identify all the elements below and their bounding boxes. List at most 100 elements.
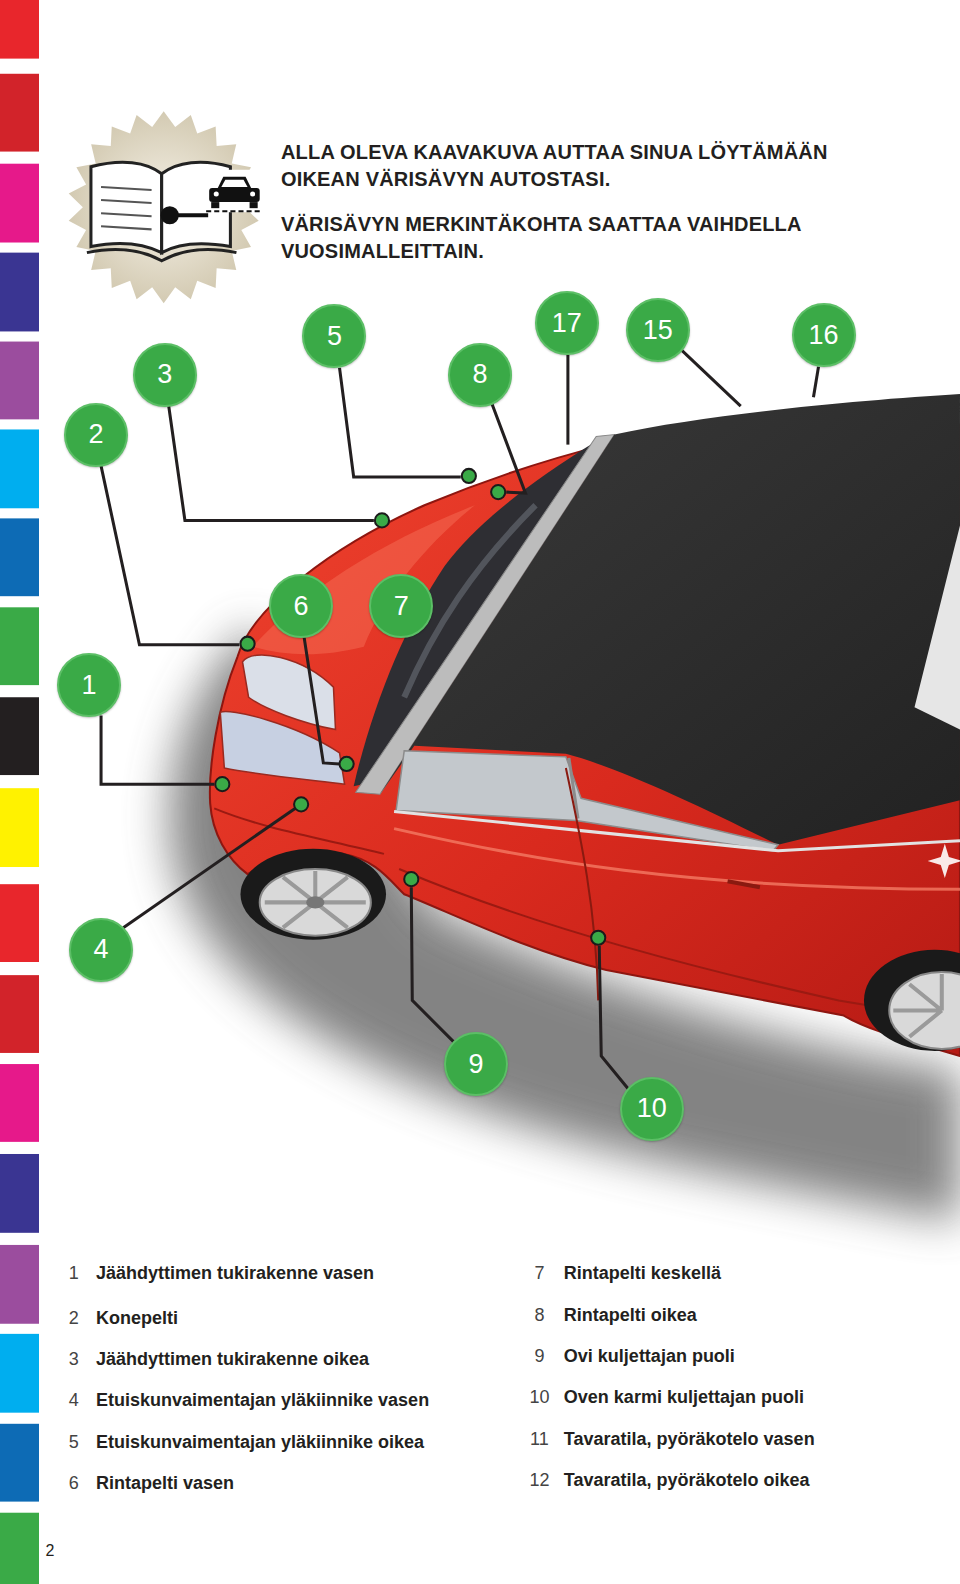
callout-number: 7 <box>394 593 409 620</box>
anchor-dot <box>294 797 308 811</box>
color-stripe <box>0 0 39 59</box>
callout-circle: 3 <box>133 343 197 407</box>
callout-circle: 9 <box>444 1032 508 1096</box>
callout-circle: 4 <box>69 918 133 982</box>
color-stripe <box>0 518 39 596</box>
leader-line <box>123 808 295 927</box>
car-icon-ground <box>204 170 263 212</box>
item-number: 3 <box>64 1348 84 1370</box>
callout-circle: 8 <box>448 343 512 407</box>
car-icon-road <box>206 210 263 212</box>
callout-number: 10 <box>637 1095 667 1122</box>
callout-number: 8 <box>472 361 487 388</box>
sparkle <box>928 844 960 878</box>
item-text: Jäähdyttimen tukirakenne vasen <box>96 1262 374 1284</box>
rear-wheel-arch <box>864 950 960 1051</box>
side-window <box>396 751 778 851</box>
item-text: Rintapelti oikea <box>564 1304 697 1326</box>
item-text: Etuiskunvaimentajan yläkiinnike oikea <box>96 1431 424 1453</box>
anchor-dots <box>215 469 605 945</box>
item-number: 8 <box>524 1304 554 1326</box>
car-icon-lamp <box>214 191 219 196</box>
front-lamp <box>220 711 344 784</box>
car-icon-window <box>221 180 247 187</box>
callout-circle: 17 <box>535 291 599 355</box>
item-number: 5 <box>64 1431 84 1453</box>
leader-line <box>599 946 628 1089</box>
color-stripe <box>0 74 39 152</box>
leader-lines <box>101 351 818 1090</box>
door-line <box>566 768 598 1000</box>
page-number: 2 <box>45 1540 54 1562</box>
callout-circle: 2 <box>64 403 128 467</box>
item-number: 9 <box>524 1345 554 1367</box>
color-stripes <box>0 0 39 1584</box>
car-icon-cabin <box>217 177 251 189</box>
color-stripe <box>0 1513 39 1584</box>
item-number: 6 <box>64 1472 84 1494</box>
car-icon-lamp <box>250 191 255 196</box>
color-stripe <box>0 1064 39 1142</box>
front-wheel-arch <box>240 849 386 940</box>
callout-number: 2 <box>88 421 103 448</box>
leader-line <box>101 466 239 645</box>
callout-number: 17 <box>552 310 582 337</box>
color-stripe <box>0 253 39 332</box>
item-number: 1 <box>64 1262 84 1284</box>
beltline-chrome <box>394 811 960 850</box>
color-stripe <box>0 1245 39 1324</box>
rear-spokes <box>893 974 942 1037</box>
color-stripe <box>0 164 39 243</box>
callout-number: 16 <box>809 322 839 349</box>
anchor-dot <box>491 485 505 499</box>
leader-line <box>682 351 741 407</box>
anchor-dot <box>404 872 418 886</box>
item-number: 12 <box>524 1469 554 1491</box>
callout-circle: 16 <box>792 303 856 367</box>
item-text: Rintapelti vasen <box>96 1472 234 1494</box>
callout-circle: 7 <box>369 574 433 638</box>
color-stripe <box>0 1154 39 1233</box>
callout-number: 9 <box>468 1051 483 1078</box>
color-stripe <box>0 975 39 1053</box>
leader-line <box>340 368 461 477</box>
callout-number: 6 <box>294 593 309 620</box>
front-spokes <box>265 871 366 928</box>
item-number: 2 <box>64 1307 84 1329</box>
anchor-dot <box>340 757 354 771</box>
item-number: 4 <box>64 1389 84 1411</box>
front-rim <box>260 869 371 936</box>
item-text: Etuiskunvaimentajan yläkiinnike vasen <box>96 1389 429 1411</box>
pointer-dot <box>161 206 179 224</box>
leader-line <box>566 355 569 445</box>
front-hub <box>306 896 324 908</box>
color-stripe <box>0 788 39 867</box>
item-text: Tavaratila, pyöräkotelo oikea <box>564 1469 810 1491</box>
car-icon-body <box>209 188 260 202</box>
color-stripe <box>0 429 39 508</box>
item-number: 11 <box>524 1428 554 1450</box>
car-icon-wheel <box>250 202 258 208</box>
anchor-dot <box>591 931 605 945</box>
callout-circle: 5 <box>302 304 366 368</box>
rear-rim <box>889 972 960 1049</box>
heading: ALLA OLEVA KAAVAKUVA AUTTAA SINUA LÖYTÄM… <box>281 139 881 193</box>
manual-icon <box>69 111 263 303</box>
callout-number: 1 <box>81 672 96 699</box>
leader-line <box>411 887 453 1042</box>
color-stripe <box>0 342 39 420</box>
rear-window <box>915 525 960 729</box>
item-text: Konepelti <box>96 1307 178 1329</box>
anchor-dot <box>240 637 254 651</box>
drawing <box>69 111 960 1221</box>
callout-number: 5 <box>327 323 342 350</box>
callout-number: 4 <box>94 936 109 963</box>
item-text: Rintapelti keskellä <box>564 1262 721 1284</box>
book-lines <box>101 187 152 229</box>
leader-line <box>492 404 525 493</box>
callout-circle: 15 <box>626 298 690 362</box>
leader-line <box>304 638 339 764</box>
color-stripe <box>0 1424 39 1502</box>
